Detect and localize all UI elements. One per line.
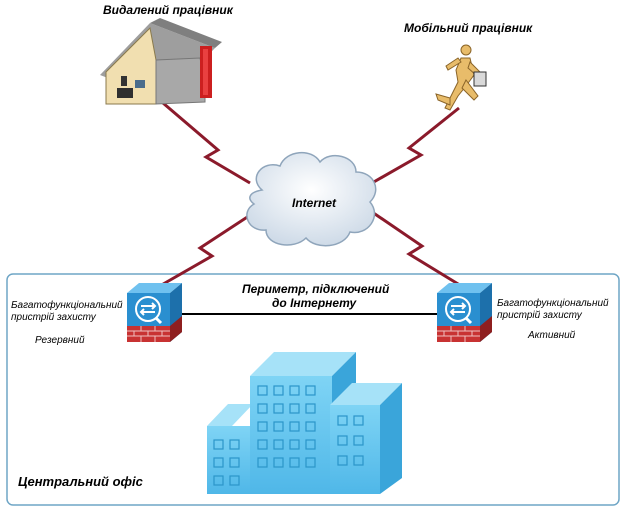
left-device-label-line1: Багатофункціональний xyxy=(11,300,123,311)
left-device-label-line2: пристрій захисту xyxy=(11,312,96,323)
perimeter-label-line1: Периметр, підключений xyxy=(242,282,390,296)
right-device-label-line2: пристрій захисту xyxy=(497,310,582,321)
security-appliance-icon xyxy=(127,283,182,342)
left-device-status: Резервний xyxy=(35,335,85,346)
mobile-worker-label: Мобільний працівник xyxy=(404,21,533,35)
internet-label: Internet xyxy=(292,196,337,210)
cloud-icon xyxy=(246,152,377,247)
right-device-label-line1: Багатофункціональний xyxy=(497,298,609,309)
runner-icon xyxy=(435,44,481,111)
remote-worker-label: Видалений працівник xyxy=(103,3,233,17)
security-appliance-icon xyxy=(437,283,492,342)
central-office-label: Центральний офіс xyxy=(18,474,143,489)
wan-link-internet-left-appliance xyxy=(157,210,256,289)
building-icon xyxy=(207,352,402,494)
wan-link-mobile-internet xyxy=(371,106,460,185)
house-icon xyxy=(100,18,222,105)
right-device-status: Активний xyxy=(528,330,576,341)
wan-link-internet-right-appliance xyxy=(371,210,464,289)
perimeter-label-line2: до Інтернету xyxy=(272,296,357,310)
wan-link-house-internet xyxy=(162,101,251,185)
briefcase-icon xyxy=(473,71,487,87)
central-office-boundary xyxy=(6,273,620,506)
